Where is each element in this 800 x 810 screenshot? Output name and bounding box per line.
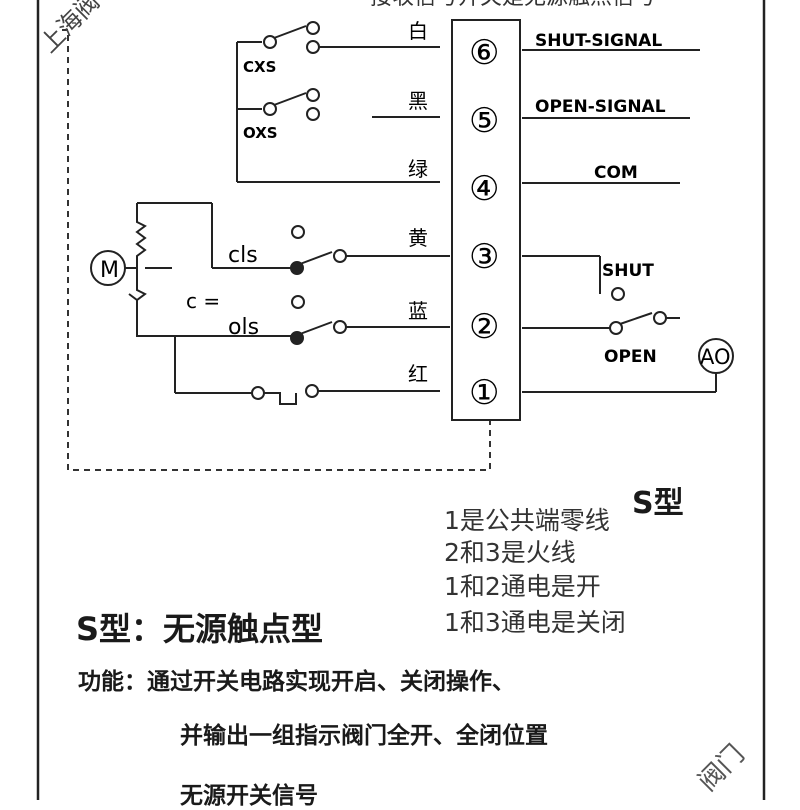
com-wire [236,42,440,183]
c-label: c = [186,289,220,313]
watermark-top-left: 上海阀 [35,0,106,58]
legend-line-3: 1和2通电是开 [444,572,601,601]
function-line-2: 并输出一组指示阀门全开、全闭位置 [180,723,548,749]
terminal-5: ⑤ [469,101,499,141]
wire-color-6: 白 [408,19,428,43]
legend-line-1: 1是公共端零线 [444,506,610,535]
ao-circle [698,338,734,374]
type-label: S型 [632,486,684,521]
terminal-4: ④ [469,169,499,209]
signal-wiring [522,49,734,393]
wire-color-2: 蓝 [408,299,428,323]
dashed-enclosure [62,29,491,471]
function-line-1: 功能：通过开关电路实现开启、关闭操作、 [78,669,515,695]
cxs-switch [237,21,440,54]
wire-color-1: 红 [408,362,428,386]
cls-switch [211,203,450,275]
diagram-border [36,0,766,800]
motor-winding [128,203,175,337]
function-line-3: 无源开关信号 [180,783,318,809]
terminal-2: ② [469,307,499,347]
motor [90,202,212,337]
wire-color-4: 绿 [408,157,428,181]
wire-color-3: 黄 [408,226,428,250]
ao-label: AO [700,345,731,369]
oxs-switch [237,88,440,121]
ols-switch [175,295,450,345]
open-signal-label: OPEN-SIGNAL [535,97,666,117]
com-label: COM [594,163,638,183]
ols-label: ols [228,315,259,340]
terminal-1: ① [469,373,499,413]
terminal-6: ⑥ [469,33,499,73]
open-label: OPEN [604,347,657,367]
motor-label: M [100,258,119,283]
top-header-fragment: 接收信号开关是无源触点信号 [370,0,656,10]
cxs-label: CXS [243,58,276,76]
legend-line-4: 1和3通电是关闭 [444,608,626,637]
common-branch [174,336,440,405]
terminal-3: ③ [469,237,499,277]
cls-label: cls [228,243,258,268]
legend-line-2: 2和3是火线 [444,538,576,567]
diagram-title: S型：无源触点型 [76,610,324,648]
terminal-block [451,19,521,421]
wire-color-5: 黑 [408,89,428,113]
shut-signal-label: SHUT-SIGNAL [535,31,662,51]
shut-label: SHUT [602,261,654,281]
oxs-label: OXS [243,124,278,142]
